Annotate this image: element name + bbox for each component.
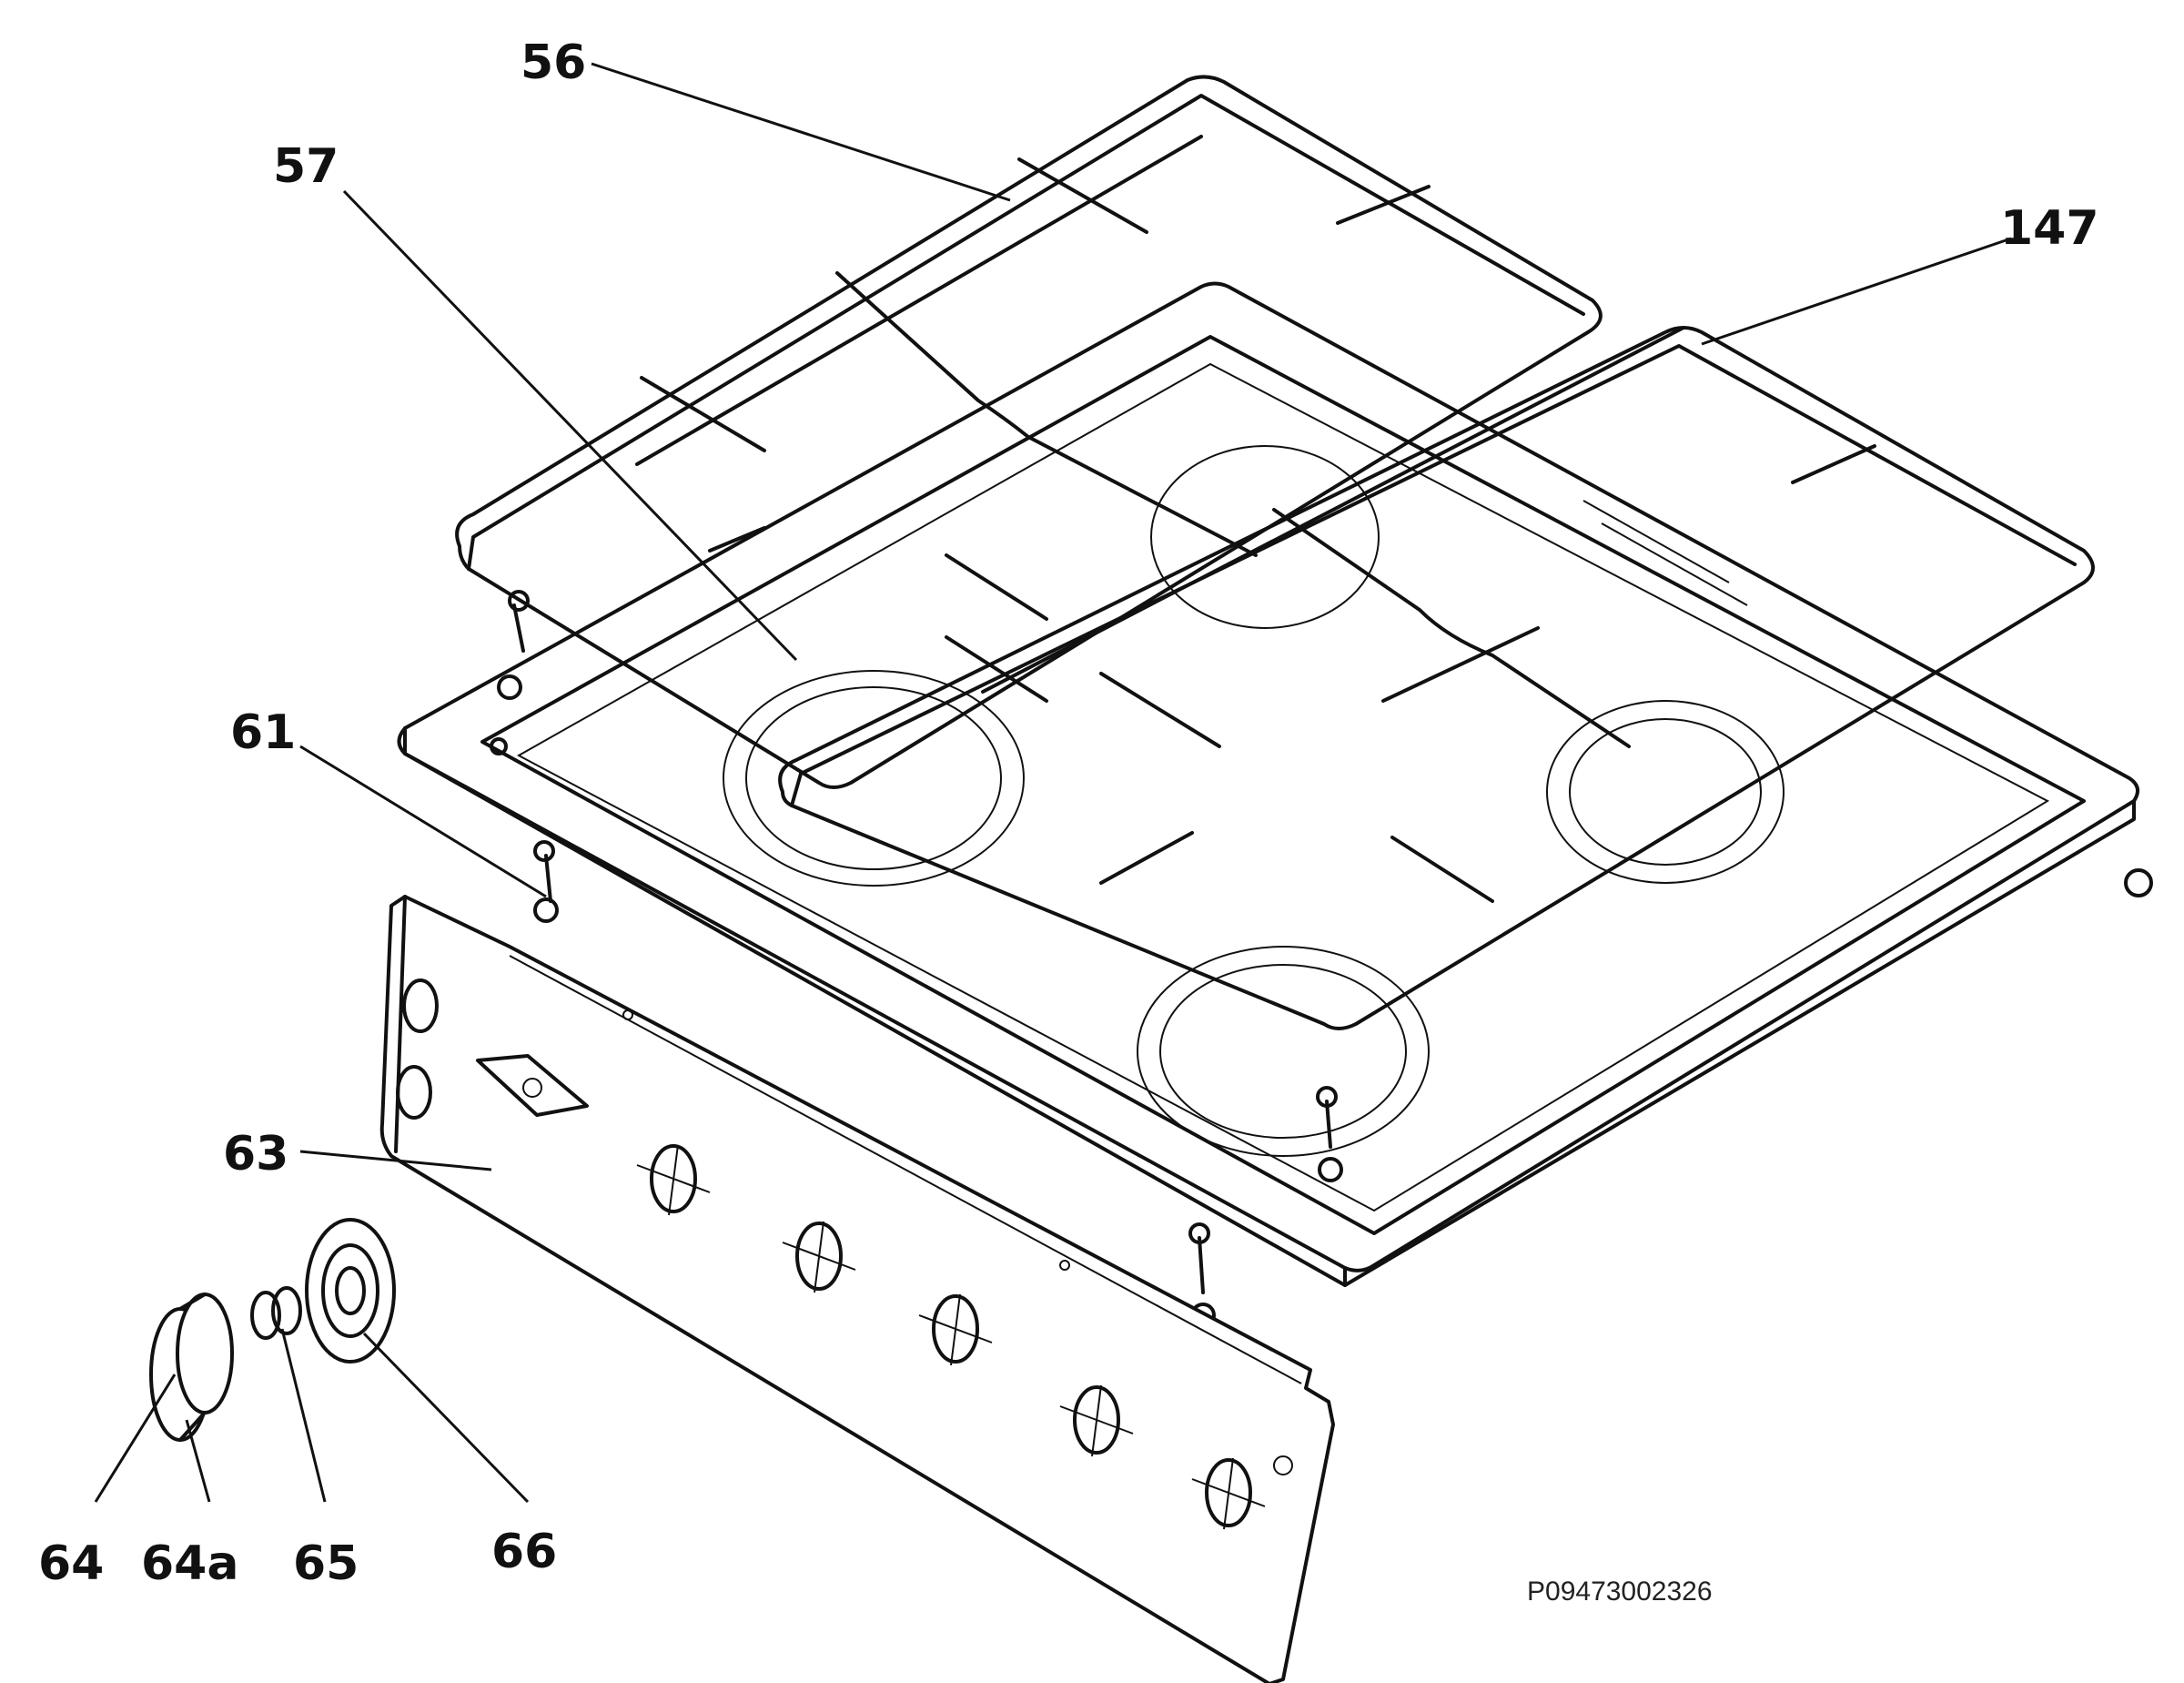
callout-64: 64 (38, 1536, 104, 1591)
pan-support-left (455, 75, 1603, 789)
leader-lines (94, 62, 2012, 1504)
callout-65: 65 (293, 1536, 359, 1591)
callout-147: 147 (2000, 201, 2099, 256)
callout-64a: 64a (141, 1536, 238, 1591)
callout-labels: 56 57 147 61 63 64 64a 65 66 P0947300232… (38, 35, 2099, 1607)
callout-61: 61 (230, 705, 296, 760)
callout-57: 57 (273, 139, 339, 194)
reference-code: P09473002326 (1527, 1577, 1713, 1607)
pan-support-right (778, 326, 2095, 1030)
knob-assembly (149, 1218, 396, 1442)
fixing-screws (497, 590, 1343, 1328)
control-panel (379, 895, 1335, 1683)
callout-63: 63 (223, 1127, 288, 1181)
callout-56: 56 (521, 35, 586, 90)
callout-66: 66 (491, 1525, 557, 1579)
hob-top (397, 281, 2153, 1287)
